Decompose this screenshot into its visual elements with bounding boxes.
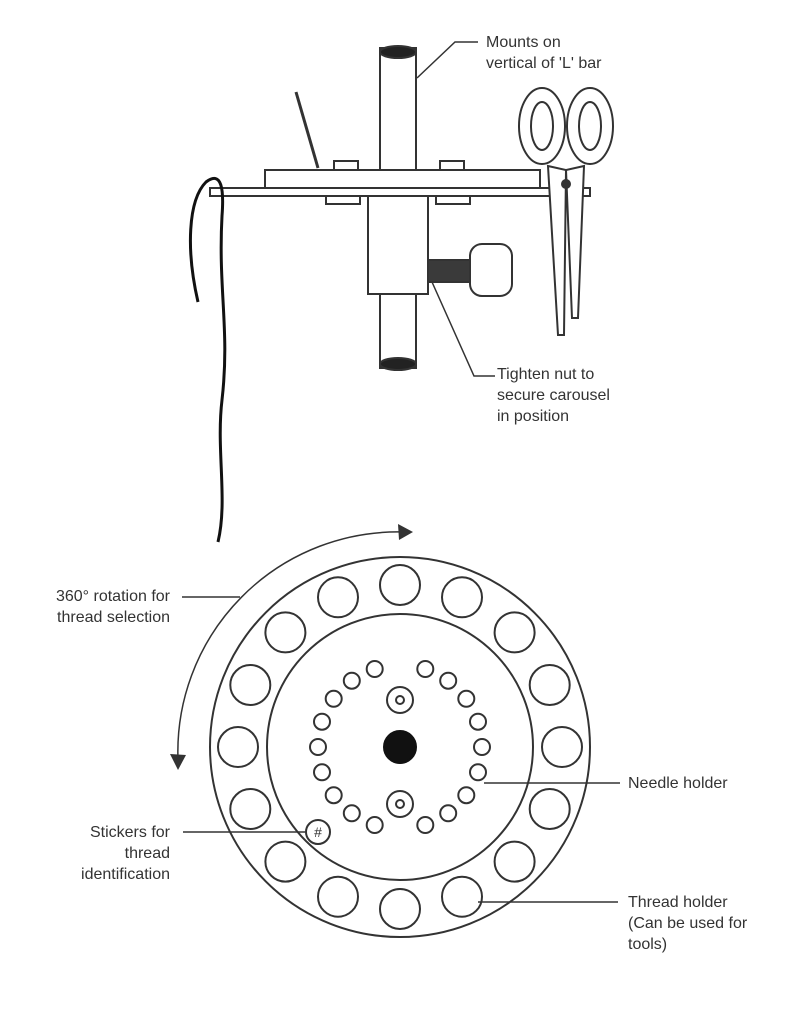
label-needle-holder: Needle holder [628, 773, 728, 794]
thread-holder-hole [317, 576, 359, 619]
rotation-arrowhead-bottom [170, 754, 186, 770]
collar [367, 195, 429, 295]
needle-holder-hole [457, 689, 476, 708]
thumb-screw-nut [469, 243, 513, 297]
label-stickers-line-1: Stickers for [89, 824, 170, 841]
needle-holder-hole [313, 763, 331, 782]
label-thread-holder-line-3: tools) [628, 936, 668, 953]
leader-mounts [416, 41, 478, 79]
thread-holder-hole [229, 788, 272, 830]
needle-holder-hole [309, 738, 327, 756]
needle [294, 91, 320, 169]
thumb-screw-thread [427, 259, 473, 283]
thread-holder-hole [264, 611, 307, 654]
scissors [518, 87, 614, 336]
thread-holder-hole [441, 875, 483, 918]
needle-holder-hole [365, 816, 384, 834]
rod-bottom-end [379, 357, 417, 371]
needle-holder-hole [469, 763, 487, 782]
scissors-handle-right-hole [578, 101, 602, 151]
needle-holder-hole [324, 689, 343, 708]
side-view [188, 45, 614, 543]
label-tighten-line-3: in position [497, 408, 570, 425]
label-tighten: Tighten nut to secure carousel in positi… [497, 364, 610, 427]
top-view: # [209, 556, 591, 938]
label-thread-holder-line-1: Thread holder [628, 894, 728, 911]
label-rotation: 360° rotation for thread selection [56, 586, 170, 628]
label-stickers-line-2: thread [124, 845, 170, 862]
label-needle-line-1: Needle holder [628, 775, 728, 792]
thread-holder-hole [379, 564, 421, 606]
needle-holders [309, 660, 491, 834]
needle-holder-hole [457, 786, 476, 805]
label-tighten-line-1: Tighten nut to [497, 366, 595, 383]
label-thread-holder: Thread holder (Can be used for tools) [628, 892, 747, 955]
hanging-thread [188, 176, 227, 543]
thread-holder-hole [217, 726, 259, 768]
thread-sticker [305, 819, 331, 845]
scissors-blade-right [564, 164, 586, 319]
needle-holder-hole [473, 738, 491, 756]
carousel-top-plate [264, 169, 541, 189]
label-rotation-line-2: thread selection [57, 609, 170, 626]
label-tighten-line-2: secure carousel [497, 387, 610, 404]
label-mounts: Mounts on vertical of 'L' bar [486, 32, 602, 74]
needle-holder-hole [416, 816, 435, 834]
thread-holder-hole [528, 788, 571, 830]
thread-holder-hole [229, 664, 272, 706]
needle-holder-hole [313, 712, 331, 731]
needle-holder-hole [439, 804, 458, 823]
scissors-blade-left [546, 164, 568, 336]
tool-holder-bottom-peg [395, 799, 405, 809]
thread-holder-hole [493, 840, 536, 883]
thread-holders [217, 564, 583, 930]
thread-holder-hole [493, 611, 536, 654]
plate-slot-right-bottom [435, 195, 471, 205]
thread-holder-hole [528, 664, 571, 706]
label-stickers: Stickers for thread identification [81, 822, 170, 885]
thread-holder-hole [541, 726, 583, 768]
label-thread-holder-line-2: (Can be used for [628, 915, 748, 932]
label-stickers-line-3: identification [81, 866, 170, 883]
rotation-arrow [177, 531, 405, 761]
needle-holder-hole [342, 804, 361, 823]
scissors-handle-left-hole [530, 101, 554, 151]
needle-holder-hole [365, 660, 384, 678]
tool-holder-top-peg [395, 695, 405, 705]
needle-holder-hole [416, 660, 435, 678]
needle-holder-hole [324, 786, 343, 805]
label-mounts-line-2: vertical of 'L' bar [486, 55, 602, 72]
plate-slot-right-top [439, 160, 465, 171]
label-mounts-line-1: Mounts on [486, 34, 561, 51]
thread-holder-hole [379, 888, 421, 930]
needle-holder-hole [439, 671, 458, 690]
thread-holder-hole [317, 875, 359, 918]
label-rotation-line-1: 360° rotation for [55, 588, 170, 605]
leader-lines [177, 41, 620, 903]
thread-holder-hole [264, 840, 307, 883]
plate-slot-left-top [333, 160, 359, 171]
rotation-arrowhead-top [398, 524, 413, 540]
needle-holder-hole [342, 671, 361, 690]
scissors-pivot [561, 179, 571, 189]
carousel-base-plate [209, 187, 591, 197]
rod-top-end [379, 45, 417, 59]
sticker-mark: # [314, 824, 322, 840]
needle-holder-hole [469, 712, 487, 731]
plate-slot-left-bottom [325, 195, 361, 205]
leader-tighten [431, 281, 495, 377]
center-spindle [383, 730, 417, 764]
thread-holder-hole [441, 576, 483, 619]
